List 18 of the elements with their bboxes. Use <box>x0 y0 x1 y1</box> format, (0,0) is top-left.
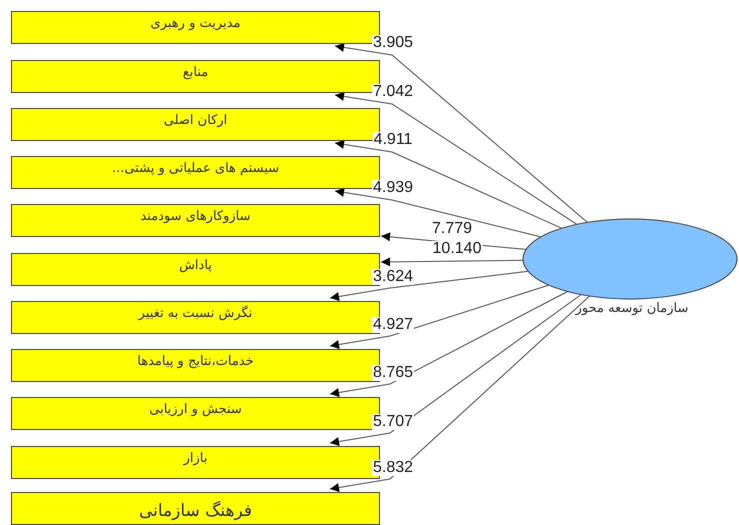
edge-label: 5.832 <box>372 460 414 476</box>
arrow <box>334 92 578 225</box>
node-label: سازمان توسعه محور <box>574 301 690 316</box>
arrow <box>330 270 529 301</box>
arrow <box>334 42 588 223</box>
edge-label: 4.927 <box>372 317 414 333</box>
variable-box: سازوکارهای سودمند <box>11 204 380 237</box>
arrow <box>330 284 550 349</box>
arrow <box>380 257 524 266</box>
edge-label: 3.624 <box>372 269 414 285</box>
edge-label: 5.707 <box>372 414 414 430</box>
arrow <box>330 296 590 492</box>
variable-box: فرهنگ سازمانی <box>11 492 380 525</box>
edge-label: 8.765 <box>372 365 414 381</box>
arrow <box>330 294 582 446</box>
arrow <box>330 291 568 397</box>
arrow <box>334 140 562 229</box>
arrow <box>334 188 542 238</box>
